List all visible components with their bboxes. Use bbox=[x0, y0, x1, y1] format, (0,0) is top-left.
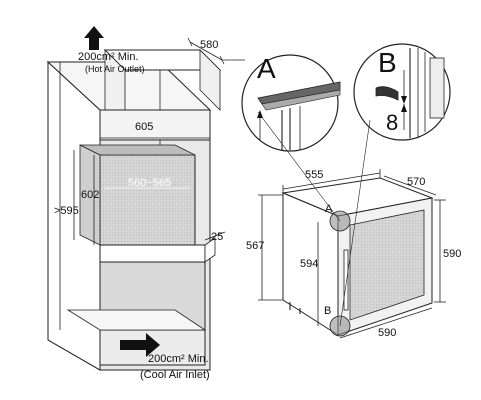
dim-appliance-bottom-width: 590 bbox=[378, 327, 396, 339]
dim-appliance-depth: 570 bbox=[407, 176, 425, 188]
appliance-opening bbox=[99, 154, 196, 246]
detail-a-circle: A bbox=[241, 53, 341, 152]
dim-min-height-label: >595 bbox=[54, 205, 79, 217]
dim-appliance-width: 555 bbox=[305, 169, 323, 181]
hot-air-arrow bbox=[84, 26, 104, 50]
dim-opening-label: 560~565 bbox=[128, 177, 171, 189]
vent-bottom-line2: (Cool Air Inlet) bbox=[140, 369, 210, 381]
dim-appliance-height-front: 594 bbox=[300, 258, 318, 270]
dim-gap-label: 25 bbox=[211, 231, 223, 243]
marker-b-label: B bbox=[324, 305, 331, 317]
cool-air-arrow bbox=[120, 333, 160, 357]
dim-depth-label: 580 bbox=[200, 39, 218, 51]
detail-b-circle: B 8 bbox=[353, 43, 451, 141]
detail-b-dim: 8 bbox=[386, 110, 398, 135]
detail-a-letter: A bbox=[257, 53, 276, 84]
detail-b-letter: B bbox=[378, 47, 397, 78]
dim-width-label: 605 bbox=[135, 121, 153, 133]
cabinet-drawing: 580 200cm² Min. (Hot Air Outlet) 605 560… bbox=[46, 26, 245, 381]
appliance-glass bbox=[349, 209, 425, 321]
dim-height-label: 602 bbox=[81, 189, 99, 201]
vent-top-line1: 200cm² Min. bbox=[78, 51, 139, 63]
marker-a-label: A bbox=[325, 203, 333, 215]
vent-bottom-line1: 200cm² Min. bbox=[148, 353, 209, 365]
dim-appliance-height-right: 590 bbox=[443, 248, 461, 260]
appliance-drawing: A B 555 570 567 594 590 590 bbox=[246, 111, 461, 339]
dim-appliance-height-left: 567 bbox=[246, 240, 264, 252]
vent-top-line2: (Hot Air Outlet) bbox=[85, 64, 145, 74]
